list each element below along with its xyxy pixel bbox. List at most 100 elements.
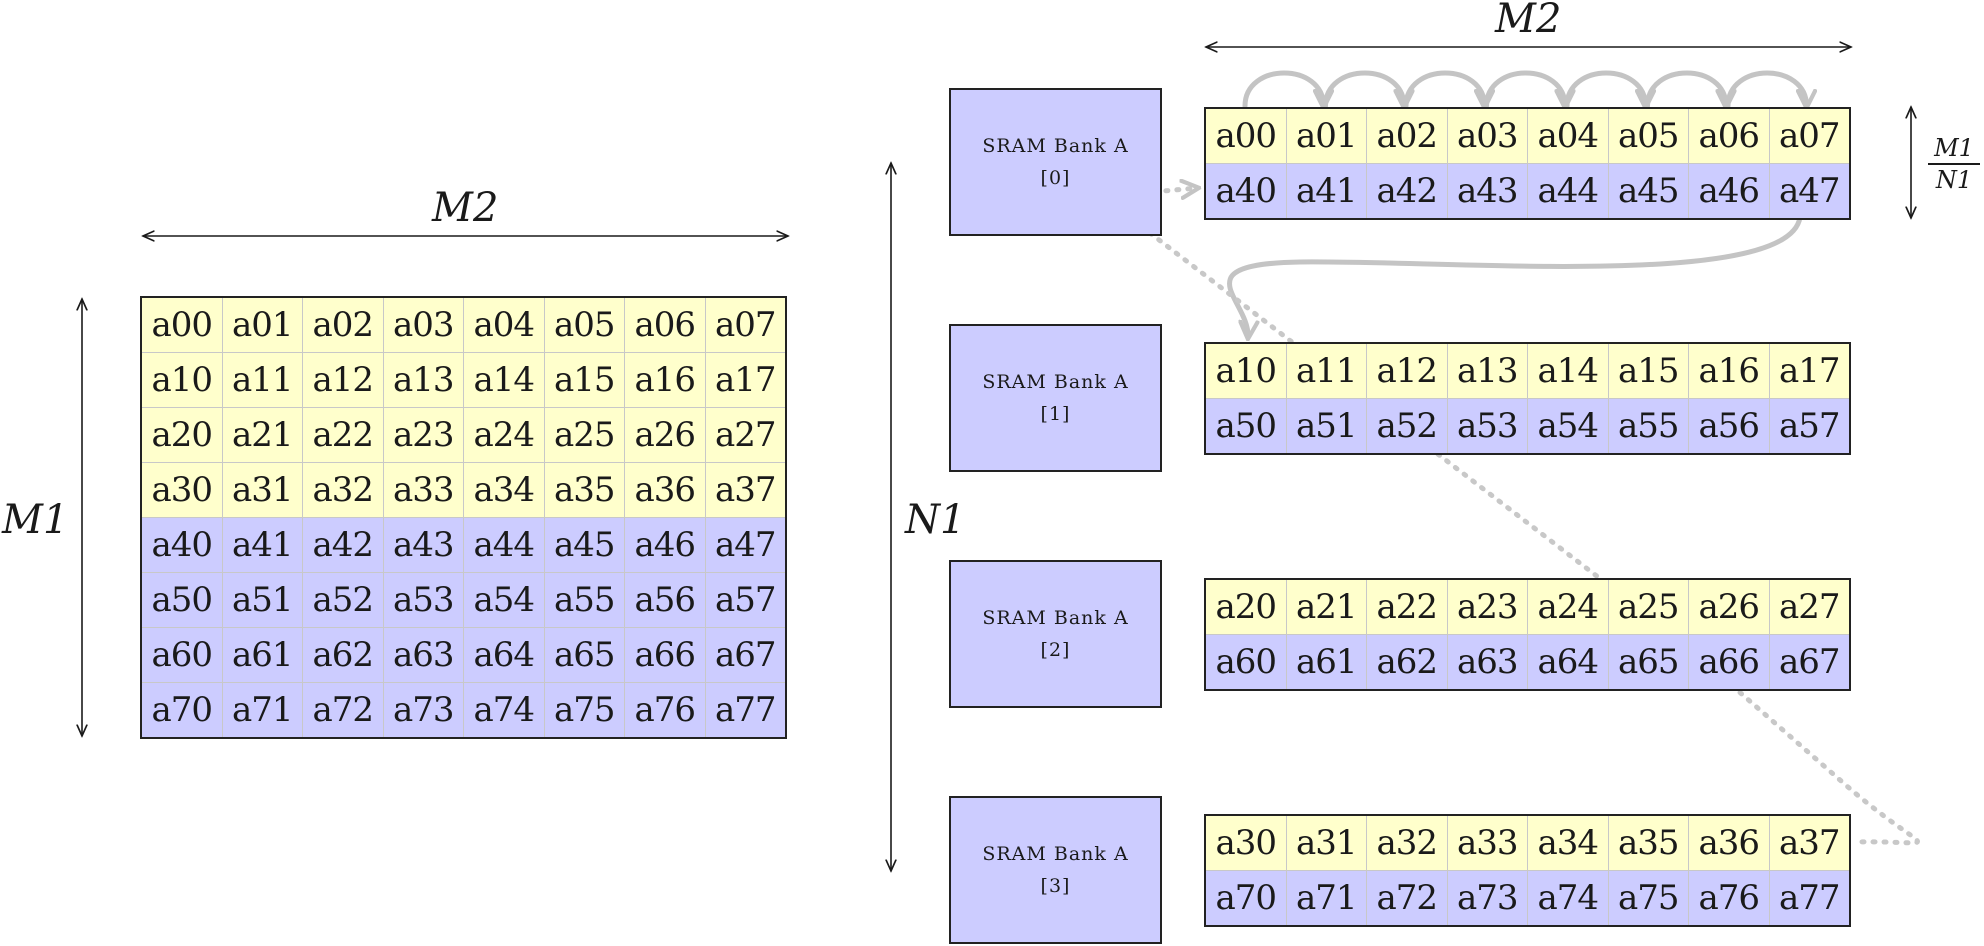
bank-cell: a26: [1688, 579, 1770, 635]
matrix-cell: a00: [141, 297, 223, 353]
bank-cell: a50: [1205, 398, 1287, 454]
hop-arrow: [1645, 70, 1727, 106]
matrix-height-label: M1: [2, 497, 69, 543]
matrix-cell: a77: [704, 682, 786, 738]
matrix-cell: a42: [302, 517, 384, 573]
matrix-cell: a54: [463, 572, 545, 628]
matrix-width-label: M2: [432, 185, 499, 231]
sram-bank-name: SRAM Bank A: [982, 607, 1129, 629]
matrix-cell: a66: [624, 627, 706, 683]
bank-cell: a74: [1527, 870, 1609, 926]
dotted-traversal-path: [1147, 230, 1920, 846]
matrix-cell: a65: [543, 627, 625, 683]
hop-arrow: [1725, 70, 1807, 106]
matrix-cell: a15: [543, 352, 625, 408]
bank-cell: a53: [1446, 398, 1528, 454]
matrix-cell: a11: [221, 352, 303, 408]
matrix-cell: a43: [382, 517, 464, 573]
matrix-cell: a56: [624, 572, 706, 628]
matrix-cell: a14: [463, 352, 545, 408]
matrix-cell: a13: [382, 352, 464, 408]
bank-cell: a43: [1446, 163, 1528, 219]
bank-cell: a62: [1366, 634, 1448, 690]
matrix-cell: a60: [141, 627, 223, 683]
bank-cell: a37: [1768, 815, 1850, 871]
bank-cell: a21: [1285, 579, 1367, 635]
matrix-cell: a10: [141, 352, 223, 408]
matrix-cell: a04: [463, 297, 545, 353]
hop-arrow: [1242, 70, 1324, 106]
bank-cell: a11: [1285, 343, 1367, 399]
bank-cell: a16: [1688, 343, 1770, 399]
bank-cell: a57: [1768, 398, 1850, 454]
matrix-cell: a52: [302, 572, 384, 628]
matrix-cell: a64: [463, 627, 545, 683]
sram-bank-block: SRAM Bank A [2]: [949, 560, 1162, 708]
matrix-cell: a21: [221, 407, 303, 463]
matrix-cell: a02: [302, 297, 384, 353]
matrix-cell: a17: [704, 352, 786, 408]
matrix-cell: a70: [141, 682, 223, 738]
matrix-cell: a47: [704, 517, 786, 573]
matrix-cell: a31: [221, 462, 303, 518]
hop-arrow: [1323, 70, 1405, 106]
matrix-cell: a30: [141, 462, 223, 518]
matrix-cell: a51: [221, 572, 303, 628]
bank-cell: a25: [1607, 579, 1689, 635]
matrix-cell: a26: [624, 407, 706, 463]
bank-cell: a54: [1527, 398, 1609, 454]
bank-cell: a20: [1205, 579, 1287, 635]
bank-cell: a30: [1205, 815, 1287, 871]
sram-bank-index: [0]: [1040, 167, 1071, 189]
matrix-cell: a41: [221, 517, 303, 573]
bank-cell: a31: [1285, 815, 1367, 871]
sram-bank-name: SRAM Bank A: [982, 135, 1129, 157]
matrix-cell: a33: [382, 462, 464, 518]
matrix-cell: a73: [382, 682, 464, 738]
fraction-denominator: N1: [1935, 166, 1973, 194]
sram-bank-index: [3]: [1040, 875, 1071, 897]
bank-cell: a01: [1285, 108, 1367, 164]
sram-bank-name: SRAM Bank A: [982, 371, 1129, 393]
bank-cell: a44: [1527, 163, 1609, 219]
matrix-cell: a67: [704, 627, 786, 683]
matrix-cell: a06: [624, 297, 706, 353]
fraction-bar: [1928, 163, 1980, 165]
bank-cell: a33: [1446, 815, 1528, 871]
banks-height-label: N1: [905, 497, 966, 543]
bank-cell: a72: [1366, 870, 1448, 926]
hop-arrow: [1484, 70, 1566, 106]
matrix-cell: a03: [382, 297, 464, 353]
matrix-cell: a76: [624, 682, 706, 738]
matrix-cell: a55: [543, 572, 625, 628]
bank-cell: a60: [1205, 634, 1287, 690]
bank-cell: a56: [1688, 398, 1770, 454]
sram-bank-index: [2]: [1040, 639, 1071, 661]
bank-cell: a67: [1768, 634, 1850, 690]
bank-cell: a22: [1366, 579, 1448, 635]
bank-cell: a65: [1607, 634, 1689, 690]
wrap-arrow: [1227, 214, 1803, 337]
bank-cell: a64: [1527, 634, 1609, 690]
matrix-cell: a24: [463, 407, 545, 463]
bank-cell: a40: [1205, 163, 1287, 219]
matrix-cell: a12: [302, 352, 384, 408]
bank-cell: a05: [1607, 108, 1689, 164]
bank-cell: a73: [1446, 870, 1528, 926]
matrix-cell: a50: [141, 572, 223, 628]
bank-cell: a04: [1527, 108, 1609, 164]
matrix-cell: a20: [141, 407, 223, 463]
matrix-cell: a34: [463, 462, 545, 518]
sram-bank-block: SRAM Bank A[3]: [949, 796, 1162, 944]
matrix-cell: a62: [302, 627, 384, 683]
matrix-cell: a23: [382, 407, 464, 463]
bank-cell: a03: [1446, 108, 1528, 164]
bank-cell: a32: [1366, 815, 1448, 871]
matrix-cell: a22: [302, 407, 384, 463]
bank-width-label: M2: [1495, 0, 1562, 42]
matrix-cell: a05: [543, 297, 625, 353]
matrix-cell: a25: [543, 407, 625, 463]
matrix-cell: a32: [302, 462, 384, 518]
bank-cell: a17: [1768, 343, 1850, 399]
